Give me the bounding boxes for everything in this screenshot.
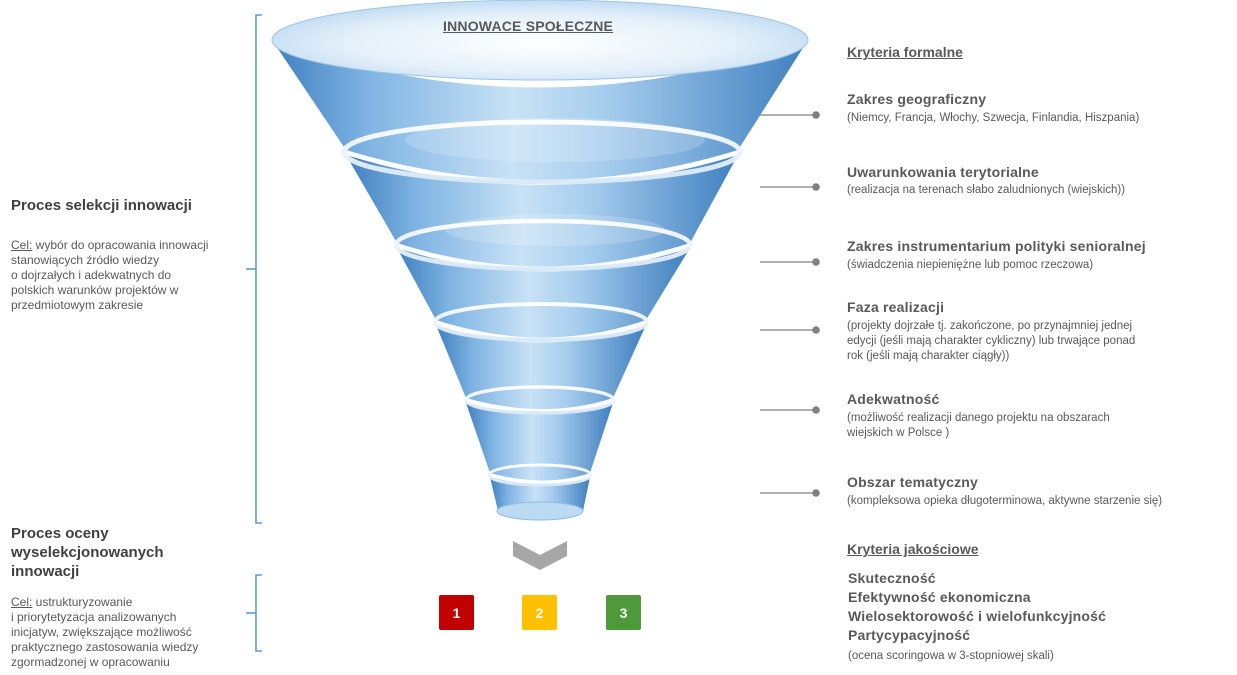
funnel-segment-3 — [397, 248, 690, 338]
criterion-desc-phase: (projekty dojrzałe tj. zakończone, po pr… — [847, 320, 1136, 362]
formal-criteria-heading: Kryteria formalne — [847, 44, 963, 60]
criterion-title-adequacy: Adekwatność — [847, 391, 940, 407]
evaluation-goal-label: Cel: — [11, 595, 33, 609]
criterion-desc-territorial: (realizacja na terenach słabo zaludniony… — [847, 184, 1126, 196]
quality-item: Skuteczność — [848, 570, 936, 586]
connectors — [760, 111, 820, 497]
criterion-desc-adequacy: (możliwość realizacji danego projektu na… — [847, 412, 1110, 439]
quality-item: Partycypacyjność — [848, 627, 971, 643]
funnel-segment-5 — [466, 403, 613, 481]
criterion-desc-geographic: (Niemcy, Francja, Włochy, Szwecja, Finla… — [847, 112, 1140, 124]
quality-item: Efektywność ekonomiczna — [848, 589, 1031, 605]
criterion-title-phase: Faza realizacji — [847, 299, 945, 315]
selection-bracket — [246, 14, 262, 524]
quality-criteria-heading: Kryteria jakościowe — [847, 541, 979, 557]
funnel-segment-1 — [272, 40, 808, 180]
funnel-opening — [271, 0, 809, 81]
criterion-title-territorial: Uwarunkowania terytorialne — [847, 164, 1039, 180]
score-box-2: 2 — [522, 595, 557, 630]
score-box-1: 1 — [439, 595, 474, 630]
quality-item: Wielosektorowość i wielofunkcyjność — [848, 608, 1107, 624]
evaluation-goal: Cel: ustrukturyzowanie i priorytetyzacja… — [11, 595, 199, 669]
quality-scoring-note: (ocena scoringowa w 3-stopniowej skali) — [848, 650, 1054, 662]
funnel-segment-2 — [346, 155, 738, 267]
selection-goal: Cel: wybór do opracowania innowacji stan… — [11, 238, 209, 312]
funnel — [271, 0, 809, 521]
down-chevron-icon — [513, 541, 567, 570]
quality-criteria-list: Skuteczność Efektywność ekonomiczna Wiel… — [848, 569, 1106, 645]
criterion-title-thematic: Obszar tematyczny — [847, 474, 979, 490]
score-box-3: 3 — [606, 595, 641, 630]
criterion-desc-thematic: (kompleksowa opieka długoterminowa, akty… — [847, 495, 1163, 507]
criterion-title-geographic: Zakres geograficzny — [847, 91, 987, 107]
criterion-title-instruments: Zakres instrumentarium polityki senioral… — [847, 238, 1146, 254]
evaluation-process-title: Proces oceny wyselekcjonowanych innowacj… — [11, 525, 164, 580]
funnel-segment-4 — [436, 325, 646, 409]
funnel-title: INNOWACE SPOŁECZNE — [443, 18, 614, 34]
evaluation-bracket — [246, 574, 262, 652]
selection-goal-label: Cel: — [11, 238, 33, 252]
criterion-desc-instruments: (świadczenia niepieniężne lub pomoc rzec… — [847, 259, 1094, 271]
selection-process-title: Proces selekcji innowacji — [11, 197, 192, 214]
